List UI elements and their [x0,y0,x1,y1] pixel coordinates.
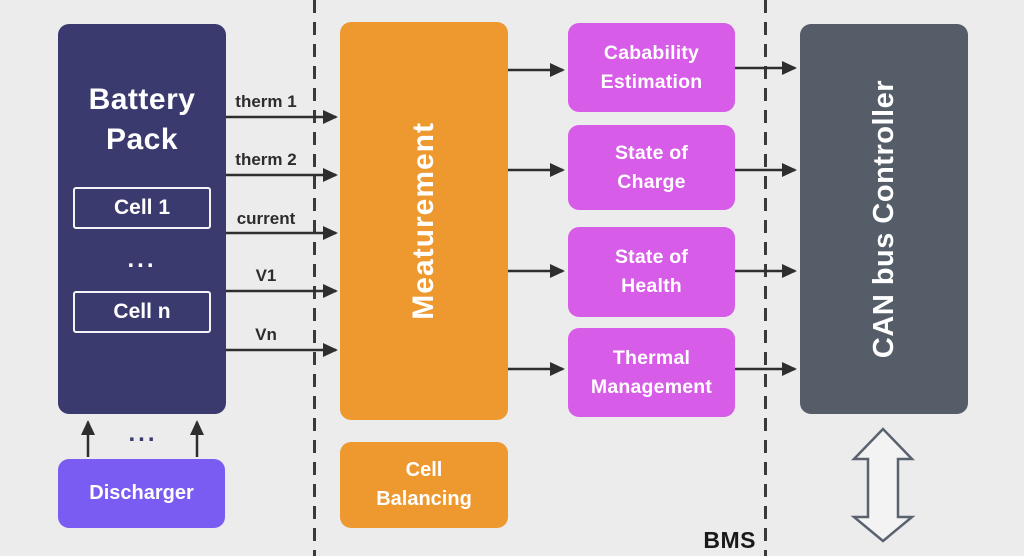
discharger-label: Discharger [89,482,194,504]
function-soc-line2: Charge [617,170,686,193]
function-soh-line2: Health [621,275,682,297]
function-capability-line1: Cabability [603,41,700,64]
measurement-box: Meaturement [340,22,508,420]
cell-balancing-box: Cell Balancing [340,442,508,528]
signal-label-current: current [236,209,296,228]
cell-1-box: Cell 1 [73,187,211,229]
measurement-label: Meaturement [407,122,440,320]
function-soh-line1: State of [614,246,689,268]
function-thermal-line1: Thermal [612,346,691,369]
cell-balancing-line2: Balancing [376,488,472,510]
function-box-state-of-charge: State of Charge [568,125,735,210]
can-bus-controller-box: CAN bus Controller [800,24,968,414]
function-box-thermal-management: Thermal Management [568,328,735,417]
battery-pack-title-line2: Pack [105,123,179,156]
battery-pack-title: Battery Pack [58,80,226,160]
function-thermal-line2: Management [590,375,713,398]
function-capability-line2: Estimation [600,70,703,93]
cells-ellipsis: ... [127,246,157,273]
function-box-state-of-health: State of Health [568,227,735,317]
can-bus-updown-arrow-icon [850,427,916,543]
discharger-ellipsis: ... [128,420,158,447]
battery-pack-box: Battery Pack Cell 1 ... Cell n [58,24,226,414]
signal-label-vn: Vn [255,325,277,344]
cell-balancing-line1: Cell [405,459,443,481]
signal-label-v1: V1 [255,266,277,285]
function-box-capability-estimation: Cabability Estimation [568,23,735,112]
can-bus-controller-label: CAN bus Controller [867,79,900,359]
function-soc-line1: State of [614,141,689,164]
discharger-box: Discharger [58,459,225,528]
signal-label-therm1: therm 1 [235,92,297,111]
bms-label: BMS [703,527,756,553]
signal-label-therm2: therm 2 [235,150,297,169]
cell-n-box: Cell n [73,291,211,333]
battery-pack-title-line1: Battery [88,83,196,116]
